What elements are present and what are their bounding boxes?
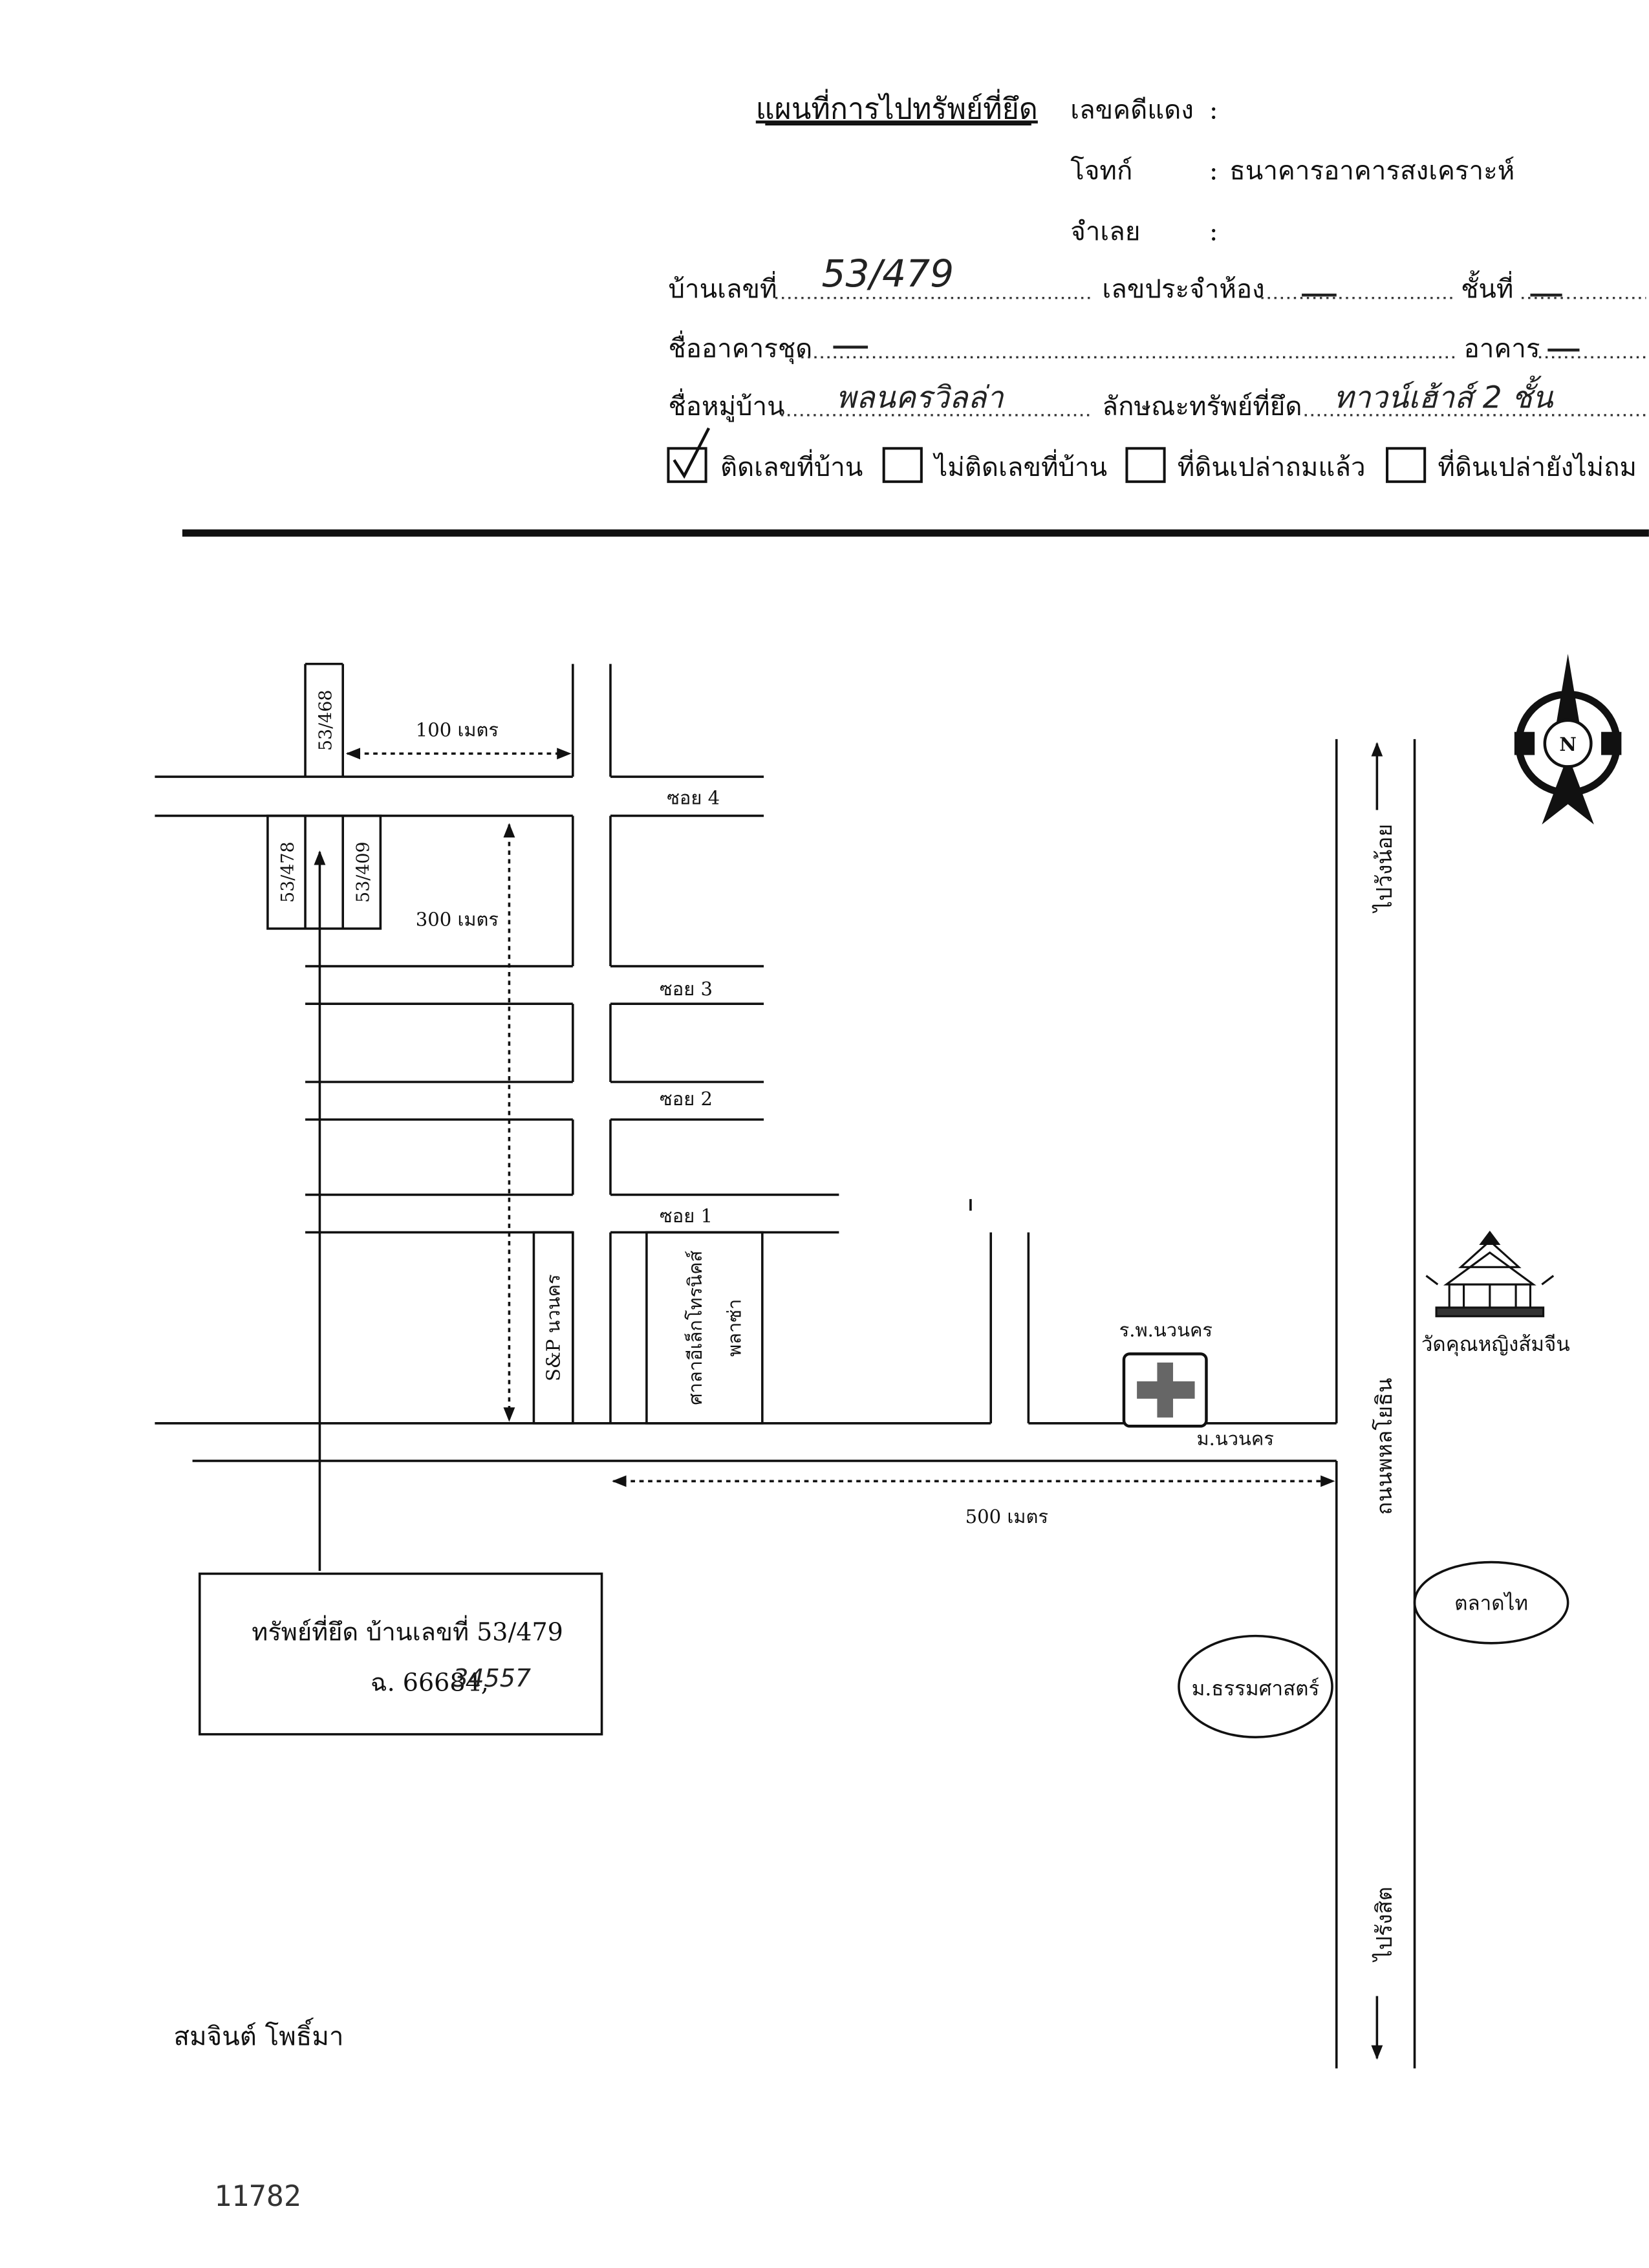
property-box-deed-handwritten: 34557 [453,1664,531,1692]
distance-label-100m: 100 เมตร [416,718,499,740]
lot-label-53-409: 53/409 [353,841,373,902]
defendant-colon: : [1209,217,1218,246]
case-number-label: เลขคดีแดง [1070,95,1194,125]
soi-4-label: ซอย 4 [667,787,720,809]
surveyor-name: สมจินต์ โพธิ์มา [174,2018,344,2052]
checkbox[interactable] [882,447,923,483]
house-lots-block [266,814,382,930]
market-label: ตลาดไท [1454,1591,1528,1615]
village-name-label: ชื่อหมู่บ้าน [668,388,784,422]
to-rangsit-label: ไปรังสิต [1372,1886,1397,1963]
property-box-deed: ฉ. 66684, [371,1669,489,1697]
road-network [155,662,1416,2069]
plaza-label-line-1: ศาลาอีเล็กโทรนิคส์ [684,1250,706,1405]
room-number-label: เลขประจำห้อง [1102,275,1264,305]
checkbox-label: ที่ดินเปล่ายังไม่ถม [1438,449,1637,482]
property-box-line-1: ทรัพย์ที่ยึด บ้านเลขที่ 53/479 [252,1614,563,1646]
checkbox-vacant-unfilled[interactable]: ที่ดินเปล่ายังไม่ถม [1386,447,1637,483]
checkbox[interactable] [1386,447,1427,483]
checkbox[interactable] [667,447,707,483]
condo-name-label: ชื่ออาคารชุด [668,330,812,364]
temple-label: วัดคุณหญิงส้มจีน [1421,1333,1570,1357]
compass-north-letter: N [1559,733,1577,755]
defendant-label: จำเลย [1070,217,1140,246]
header-divider [182,529,1649,537]
plaintiff-label: โจทก์ [1070,155,1132,186]
north-arrow-icon: N [1514,653,1622,825]
map-labels: 100 เมตร 300 เมตร 500 เมตร ซอย 4 ซอย 3 ซ… [278,690,1570,1963]
phahonyothin-road-label: ถนนพหลโยธิน [1372,1378,1397,1515]
checkbox-no-number[interactable]: ไม่ติดเลขที่บ้าน [882,447,1107,483]
lot-label-53-468: 53/468 [316,690,336,751]
soi-2-label: ซอย 2 [660,1088,713,1110]
document-number: 11782 [214,2179,301,2213]
property-type-label: ลักษณะทรัพย์ที่ยึด [1102,388,1302,422]
document-header: แผนที่การไปทรัพย์ที่ยึด เลขคดีแดง : โจทก… [182,89,1649,537]
hospital-label: ร.พ.นวนคร [1119,1319,1212,1341]
soi-1-label: ซอย 1 [660,1205,713,1227]
checkbox-attached-number[interactable]: ติดเลขที่บ้าน [667,427,863,483]
checkbox[interactable] [1125,447,1166,483]
soi-3-label: ซอย 3 [660,978,713,1000]
house-number-label: บ้านเลขที่ [668,271,777,305]
checkbox-label: ติดเลขที่บ้าน [720,449,863,482]
temple-icon [1425,1230,1555,1317]
checkbox-vacant-filled[interactable]: ที่ดินเปล่าถมแล้ว [1125,447,1366,483]
seized-property-box: ทรัพย์ที่ยึด บ้านเลขที่ 53/479 ฉ. 66684,… [198,1572,603,1736]
checkbox-label: ที่ดินเปล่าถมแล้ว [1178,449,1366,482]
navanakorn-village-label: ม.นวนคร [1196,1427,1274,1449]
village-name-handwritten: พลนครวิลล่า [836,380,1004,416]
hospital-cross-icon [1122,1352,1208,1428]
property-type-handwritten: ทาวน์เฮ้าส์ 2 ชั้น [1333,376,1554,416]
floor-label: ชั้นที่ [1461,270,1513,305]
building-label: อาคาร [1464,334,1540,363]
thammasat-marker: ม.ธรรมศาสตร์ [1178,1634,1333,1738]
distance-label-500m: 500 เมตร [965,1506,1048,1528]
house-number-handwritten: 53/479 [822,252,954,296]
lot-label-53-478: 53/478 [278,841,298,902]
case-number-colon: : [1209,95,1218,125]
to-wangnoi-label: ไปวังน้อย [1372,824,1397,914]
market-marker: ตลาดไท [1413,1561,1569,1645]
checkmark-icon [673,427,711,479]
plaza-label-line-2: พลาซ่า [723,1299,745,1357]
thammasat-label: ม.ธรรมศาสตร์ [1192,1677,1320,1700]
checkbox-label: ไม่ติดเลขที่บ้าน [932,449,1107,482]
sp-navanakorn-label: S&P นวนคร [543,1274,565,1381]
plaintiff-colon: : [1209,156,1218,186]
plaintiff-value: ธนาคารอาคารสงเคราะห์ [1229,156,1514,186]
document-title: แผนที่การไปทรัพย์ที่ยึด [756,89,1038,125]
distance-label-300m: 300 เมตร [416,908,499,930]
